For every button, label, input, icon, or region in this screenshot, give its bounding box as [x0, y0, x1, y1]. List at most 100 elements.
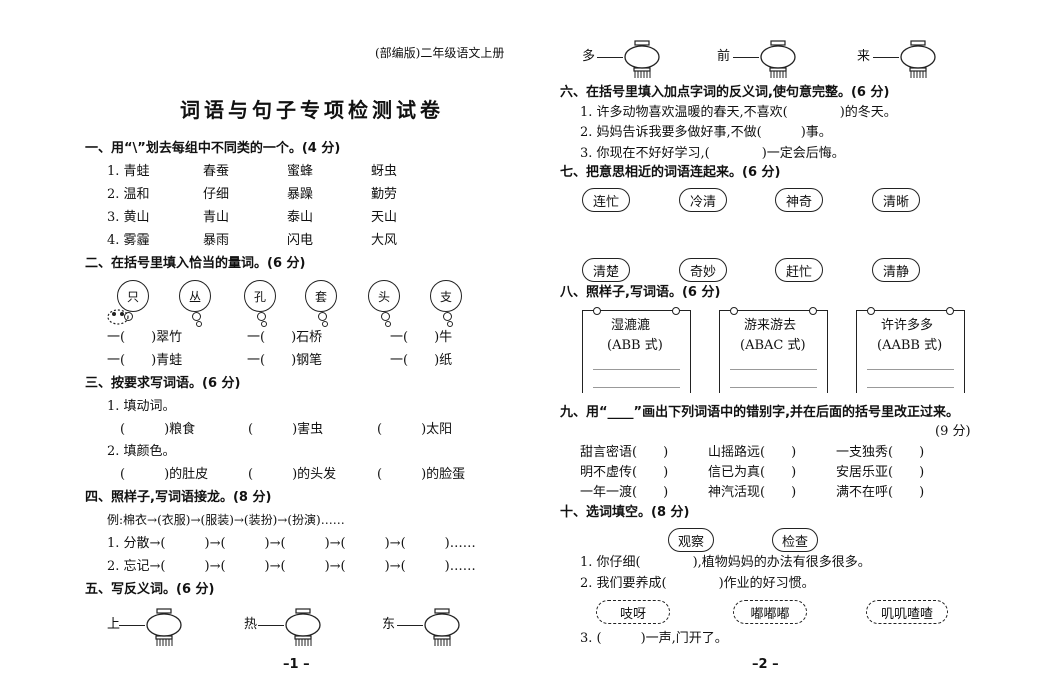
page-number-left: –1 –	[283, 657, 310, 672]
s3-item: ( )害虫	[248, 422, 324, 437]
word-card-top: 清晰	[872, 188, 920, 212]
antonym-word: 东	[382, 617, 396, 632]
s1-cell: 春蚕	[203, 164, 230, 179]
word-card-bottom: 奇妙	[679, 258, 727, 282]
word-board: 游来游去 (ABAC 式)	[719, 307, 828, 393]
s1-cell: 3. 黄山	[107, 210, 150, 225]
answer-dash-line	[733, 57, 759, 58]
answer-line	[867, 387, 954, 388]
section-7-heading: 七、把意思相近的词语连起来。(6 分)	[560, 165, 781, 180]
antonym-word: 多	[582, 49, 596, 64]
answer-dash-line	[873, 57, 899, 58]
s1-cell: 天山	[371, 210, 398, 225]
s10-item: 1. 你仔细( ),植物妈妈的办法有很多很多。	[580, 555, 871, 570]
s9-item: 一年一渡( )	[580, 485, 669, 500]
lantern-icon	[900, 40, 936, 78]
pin-icon	[809, 307, 817, 315]
s6-item: 1. 许多动物喜欢温暖的春天,不喜欢( )的冬天。	[580, 105, 897, 120]
measure-bubble: 支	[430, 280, 462, 312]
word-board: 湿漉漉 (ABB 式)	[582, 307, 691, 393]
s2-item: 一( )钢笔	[247, 353, 323, 368]
word-card-bottom: 清静	[872, 258, 920, 282]
section-2-heading: 二、在括号里填入恰当的量词。(6 分)	[85, 256, 306, 271]
s2-item: 一( )石桥	[247, 330, 323, 345]
s3-sub-1: 1. 填动词。	[107, 399, 176, 414]
measure-bubble: 只	[117, 280, 149, 312]
s1-cell: 勤劳	[371, 187, 398, 202]
s6-item: 3. 你现在不好好学习,( )一定会后悔。	[580, 146, 845, 161]
answer-dash-line	[258, 625, 284, 626]
section-9-heading: 九、用“____”画出下列词语中的错别字,并在后面的括号里改正过来。	[560, 405, 960, 420]
bubble-tail-icon	[261, 321, 267, 327]
answer-line	[730, 369, 817, 370]
s3-item: ( )粮食	[120, 422, 196, 437]
word-card-bottom: 赶忙	[775, 258, 823, 282]
s9-item: 明不虚传( )	[580, 465, 669, 480]
section-6-heading: 六、在括号里填入加点字词的反义词,使句意完整。(6 分)	[560, 85, 890, 100]
lantern-icon	[624, 40, 660, 78]
s9-item: 山摇路远( )	[708, 445, 797, 460]
board-word: 许许多多	[881, 318, 934, 333]
s3-sub-2: 2. 填颜色。	[107, 444, 176, 459]
answer-line	[593, 369, 680, 370]
page-number-right: –2 –	[752, 657, 779, 672]
board-pattern: (ABAC 式)	[740, 338, 806, 353]
s10-item: 3. ( )一声,门开了。	[580, 631, 728, 646]
measure-bubble: 头	[368, 280, 400, 312]
choice-card: 叽叽喳喳	[866, 600, 948, 624]
word-card-top: 连忙	[582, 188, 630, 212]
s2-item: 一( )青蛙	[107, 353, 183, 368]
bubble-tail-icon	[381, 312, 390, 321]
pin-icon	[593, 307, 601, 315]
bubble-tail-icon	[257, 312, 266, 321]
lantern-icon	[760, 40, 796, 78]
section-10-heading: 十、选词填空。(8 分)	[560, 505, 690, 520]
page-title: 词语与句子专项检测试卷	[180, 98, 444, 122]
s3-item: ( )的头发	[248, 467, 337, 482]
header-left: (部编版)二年级语文上册	[375, 46, 505, 60]
s4-item: 1. 分散→( )→( )→( )→( )→( )……	[107, 536, 476, 551]
answer-dash-line	[597, 57, 623, 58]
s6-item: 2. 妈妈告诉我要多做好事,不做( )事。	[580, 125, 832, 140]
s9-item: 甜言密语( )	[580, 445, 669, 460]
s4-item: 2. 忘记→( )→( )→( )→( )→( )……	[107, 559, 476, 574]
choice-card: 观察	[668, 528, 714, 552]
word-card-top: 神奇	[775, 188, 823, 212]
s9-item: 一支独秀( )	[836, 445, 925, 460]
s1-cell: 1. 青蛙	[107, 164, 150, 179]
antonym-word: 热	[244, 617, 258, 632]
lantern-icon	[146, 608, 182, 646]
measure-bubble: 丛	[179, 280, 211, 312]
bubble-tail-icon	[447, 321, 453, 327]
s1-cell: 暴雨	[203, 233, 230, 248]
answer-line	[593, 387, 680, 388]
bubble-tail-icon	[443, 312, 452, 321]
section-8-heading: 八、照样子,写词语。(6 分)	[560, 285, 721, 300]
section-1-heading: 一、用“\”划去每组中不同类的一个。(4 分)	[85, 141, 341, 156]
bubble-tail-icon	[318, 312, 327, 321]
s3-item: ( )的肚皮	[120, 467, 209, 482]
word-board: 许许多多 (AABB 式)	[856, 307, 965, 393]
s1-cell: 闪电	[287, 233, 314, 248]
s3-item: ( )太阳	[377, 422, 453, 437]
antonym-word: 来	[857, 49, 871, 64]
answer-dash-line	[119, 625, 145, 626]
section-5-heading: 五、写反义词。(6 分)	[85, 582, 215, 597]
board-pattern: (ABB 式)	[607, 338, 663, 353]
s2-item: 一( )牛	[390, 330, 453, 345]
antonym-word: 上	[107, 617, 121, 632]
bubble-tail-icon	[322, 321, 328, 327]
s1-cell: 青山	[203, 210, 230, 225]
pin-icon	[946, 307, 954, 315]
word-card-bottom: 清楚	[582, 258, 630, 282]
lantern-icon	[424, 608, 460, 646]
word-card-top: 冷清	[679, 188, 727, 212]
answer-dash-line	[397, 625, 423, 626]
measure-bubble: 套	[305, 280, 337, 312]
s9-item: 安居乐亚( )	[836, 465, 925, 480]
s9-item: 神汽活现( )	[708, 485, 797, 500]
s9-item: 满不在呼( )	[836, 485, 925, 500]
answer-line	[867, 369, 954, 370]
choice-card: 嘟嘟嘟	[733, 600, 807, 624]
board-pattern: (AABB 式)	[877, 338, 943, 353]
